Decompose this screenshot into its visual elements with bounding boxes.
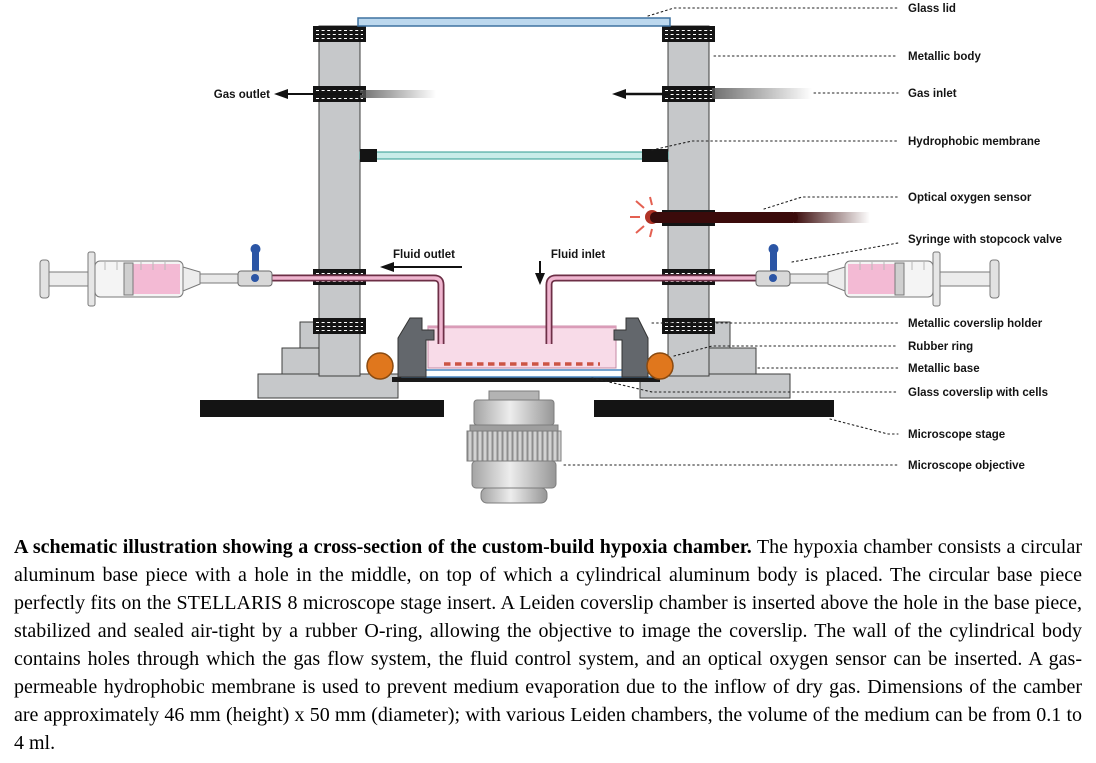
label-metallic-body: Metallic body <box>908 51 981 63</box>
optical-oxygen-sensor <box>630 196 870 238</box>
medium-pool <box>427 325 617 369</box>
syringe-left <box>39 251 239 307</box>
label-metallic-base: Metallic base <box>908 363 980 375</box>
label-microscope-objective: Microscope objective <box>908 460 1025 472</box>
right-labels: Glass lid Metallic body Gas inlet Hydrop… <box>908 3 1062 472</box>
caption-lead: A schematic illustration showing a cross… <box>14 536 752 558</box>
label-glass-coverslip-with-cells: Glass coverslip with cells <box>908 387 1048 399</box>
gas-outlet-annotation: Gas outlet <box>214 89 270 101</box>
label-glass-lid: Glass lid <box>908 3 956 15</box>
syringe-right <box>789 251 1000 307</box>
metallic-body-walls <box>318 25 710 377</box>
label-syringe-stopcock-valve: Syringe with stopcock valve <box>908 234 1062 246</box>
figure-caption: A schematic illustration showing a cross… <box>14 533 1082 757</box>
chamber-support <box>392 377 660 382</box>
fluid-inlet-arrow-icon <box>535 273 545 285</box>
label-optical-oxygen-sensor: Optical oxygen sensor <box>908 192 1032 204</box>
label-rubber-ring: Rubber ring <box>908 341 973 353</box>
hydrophobic-membrane <box>359 149 669 162</box>
label-metallic-coverslip-holder: Metallic coverslip holder <box>908 318 1043 330</box>
leiden-chamber <box>366 317 674 382</box>
stopcock-valve-right <box>755 244 791 287</box>
gas-outlet-label: Gas outlet <box>214 89 270 101</box>
glass-lid <box>357 17 671 27</box>
label-microscope-stage: Microscope stage <box>908 429 1005 441</box>
gas-inlet-flow <box>612 88 812 99</box>
sensor-glow <box>630 196 653 238</box>
rubber-ring-left <box>366 352 394 380</box>
fluid-outlet-label: Fluid outlet <box>393 249 455 261</box>
gas-inlet-arrow-icon <box>612 89 626 99</box>
port-seals <box>312 25 716 335</box>
hypoxia-chamber-schematic: Gas outlet Fluid outlet Fluid inlet <box>39 3 1062 504</box>
leader-lines <box>563 7 899 466</box>
caption-body: The hypoxia chamber consists a circular … <box>14 536 1082 754</box>
fluid-inlet-label: Fluid inlet <box>551 249 605 261</box>
fluid-outlet-annotation: Fluid outlet <box>380 249 462 272</box>
coverslip-holder-right <box>613 317 649 378</box>
barrel-ticks-left <box>104 262 166 270</box>
barrel-ticks-right <box>859 262 925 270</box>
microscope-objective <box>466 390 562 504</box>
gas-outlet-flow <box>274 89 436 99</box>
microscope-stage <box>200 400 834 417</box>
gas-outlet-arrow-icon <box>274 89 288 99</box>
glass-coverslip <box>401 369 653 378</box>
rubber-ring-right <box>646 352 674 380</box>
fluid-tubes <box>272 274 756 344</box>
coverslip-holder-left <box>397 317 435 378</box>
fluid-inlet-annotation: Fluid inlet <box>535 249 605 285</box>
label-gas-inlet: Gas inlet <box>908 88 957 100</box>
stopcock-valve-left <box>237 244 273 287</box>
fluid-outlet-arrow-icon <box>380 262 394 272</box>
label-hydrophobic-membrane: Hydrophobic membrane <box>908 136 1040 148</box>
